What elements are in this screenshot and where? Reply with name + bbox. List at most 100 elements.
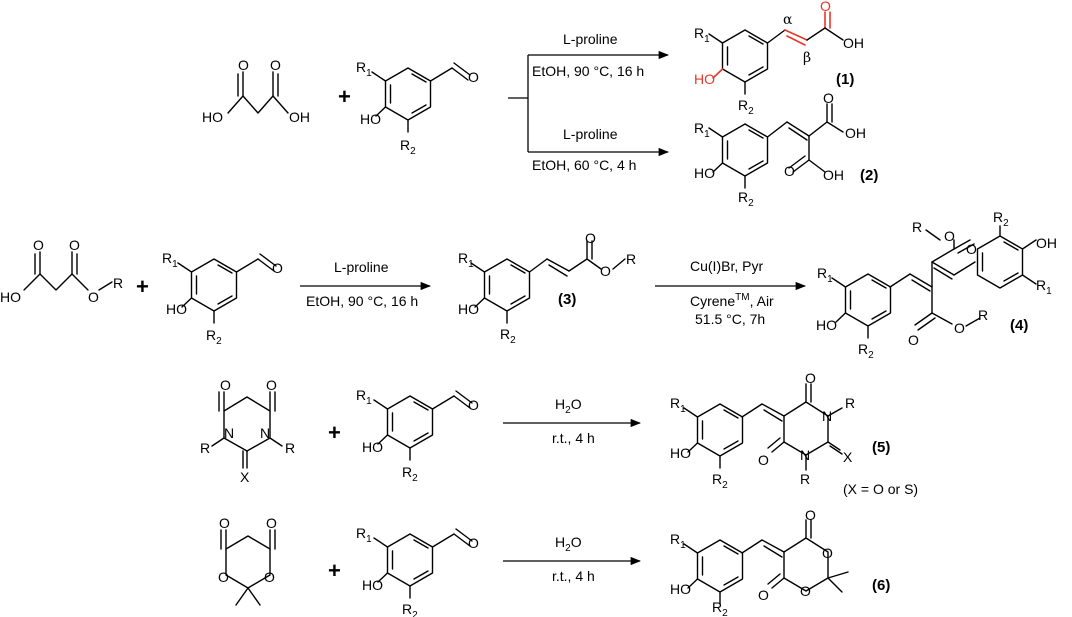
label-o: O (219, 515, 230, 531)
product-4-structure (831, 225, 1037, 339)
label-o: O (264, 569, 275, 585)
product-1-structure (708, 11, 844, 95)
hydroxybenzaldehyde (373, 528, 473, 599)
label-o: O (272, 260, 283, 276)
label-o: O (805, 507, 816, 523)
label-o: O (220, 377, 231, 393)
conditions-6-top: H2O (555, 534, 582, 554)
label-oh: OH (289, 109, 310, 125)
label-ho: HO (362, 577, 383, 593)
label-r1: R1 (670, 395, 686, 415)
hydroxybenzaldehyde (373, 390, 473, 461)
conditions-4-top: Cu(I)Br, Pyr (690, 258, 763, 274)
label-ho: HO (362, 439, 383, 455)
label-ho: HO (166, 301, 187, 317)
label-o: O (954, 320, 965, 336)
label-r1: R1 (670, 531, 686, 551)
label-o: O (238, 57, 249, 73)
conditions-2-bottom: EtOH, 60 °C, 4 h (532, 157, 636, 173)
conditions-3-bottom: EtOH, 90 °C, 16 h (306, 293, 418, 309)
label-r2: R2 (738, 97, 754, 117)
label-r1: R1 (817, 265, 833, 285)
label-r2: R2 (712, 471, 728, 491)
label-n: N (800, 447, 810, 463)
label-o: O (218, 569, 229, 585)
label-o: O (266, 515, 277, 531)
label-r1: R1 (356, 387, 372, 407)
product-2-structure (708, 103, 844, 189)
label-r2: R2 (402, 464, 418, 484)
plus-sign: + (136, 274, 149, 299)
label-o: O (758, 587, 769, 603)
label-r1: R1 (162, 250, 178, 270)
label-o: O (822, 545, 833, 561)
barbituric-acid (211, 391, 283, 469)
label-r: R (626, 251, 636, 267)
label-r: R (978, 307, 988, 323)
label-o: O (805, 370, 816, 386)
conditions-6-bottom: r.t., 4 h (552, 568, 595, 584)
label-r1: R1 (694, 25, 710, 45)
label-ho: HO (816, 317, 837, 333)
label-o: O (468, 397, 479, 413)
label-r: R (285, 440, 295, 456)
hydroxybenzaldehyde (177, 253, 277, 324)
label-ho-red: HO (694, 71, 715, 87)
conditions-1-bottom: EtOH, 90 °C, 16 h (532, 63, 644, 79)
label-x: X (240, 469, 250, 485)
label-o: O (944, 228, 955, 244)
label-o: O (468, 69, 479, 85)
label-o: O (69, 237, 80, 253)
conditions-3-top: L-proline (334, 259, 389, 275)
label-r2: R2 (400, 137, 416, 157)
label-o: O (270, 57, 281, 73)
label-r: R (912, 219, 922, 235)
label-r1: R1 (356, 525, 372, 545)
label-r: R (800, 471, 810, 487)
note-x-definition: (X = O or S) (843, 481, 918, 497)
label-ho: HO (670, 445, 691, 461)
label-ho: HO (458, 301, 479, 317)
label-r2: R2 (993, 209, 1009, 229)
conditions-4-bottom-2: 51.5 °C, 7h (695, 311, 765, 327)
product-3-structure (470, 240, 626, 324)
label-r1: R1 (356, 59, 372, 79)
product-1-label: (1) (836, 71, 854, 88)
label-r1: R1 (1036, 277, 1052, 297)
label-oh: OH (845, 125, 866, 141)
label-alpha: α (783, 12, 793, 28)
label-n: N (224, 425, 234, 441)
conditions-5-top: H2O (555, 396, 582, 416)
label-o: O (600, 263, 611, 279)
product-5-label: (5) (872, 439, 890, 456)
label-ho: HO (202, 109, 223, 125)
product-5-structure (683, 383, 843, 471)
label-r2: R2 (500, 326, 516, 346)
product-4-label: (4) (1010, 317, 1028, 334)
label-n: N (822, 408, 832, 424)
label-ho: HO (694, 165, 715, 181)
label-o-red: O (820, 0, 831, 14)
product-3-label: (3) (558, 291, 576, 308)
label-o: O (908, 332, 919, 348)
reaction-arrows-split (508, 50, 670, 157)
label-x: X (843, 449, 853, 465)
label-r2: R2 (712, 599, 728, 617)
label-n: N (260, 425, 270, 441)
label-oh: OH (1036, 235, 1057, 251)
label-beta: β (803, 50, 811, 66)
label-o: O (823, 90, 834, 106)
conditions-1-top: L-proline (563, 31, 618, 47)
label-ho: HO (670, 581, 691, 597)
label-o: O (266, 377, 277, 393)
label-r: R (200, 440, 210, 456)
product-2-label: (2) (860, 167, 878, 184)
label-r1: R1 (694, 120, 710, 140)
label-r1: R1 (458, 250, 474, 270)
meldrums-acid (220, 529, 276, 606)
label-o: O (966, 241, 977, 257)
malonic-monoester (23, 251, 113, 291)
label-oh: OH (823, 167, 844, 183)
label-o: O (758, 452, 769, 468)
product-6-label: (6) (872, 577, 890, 594)
